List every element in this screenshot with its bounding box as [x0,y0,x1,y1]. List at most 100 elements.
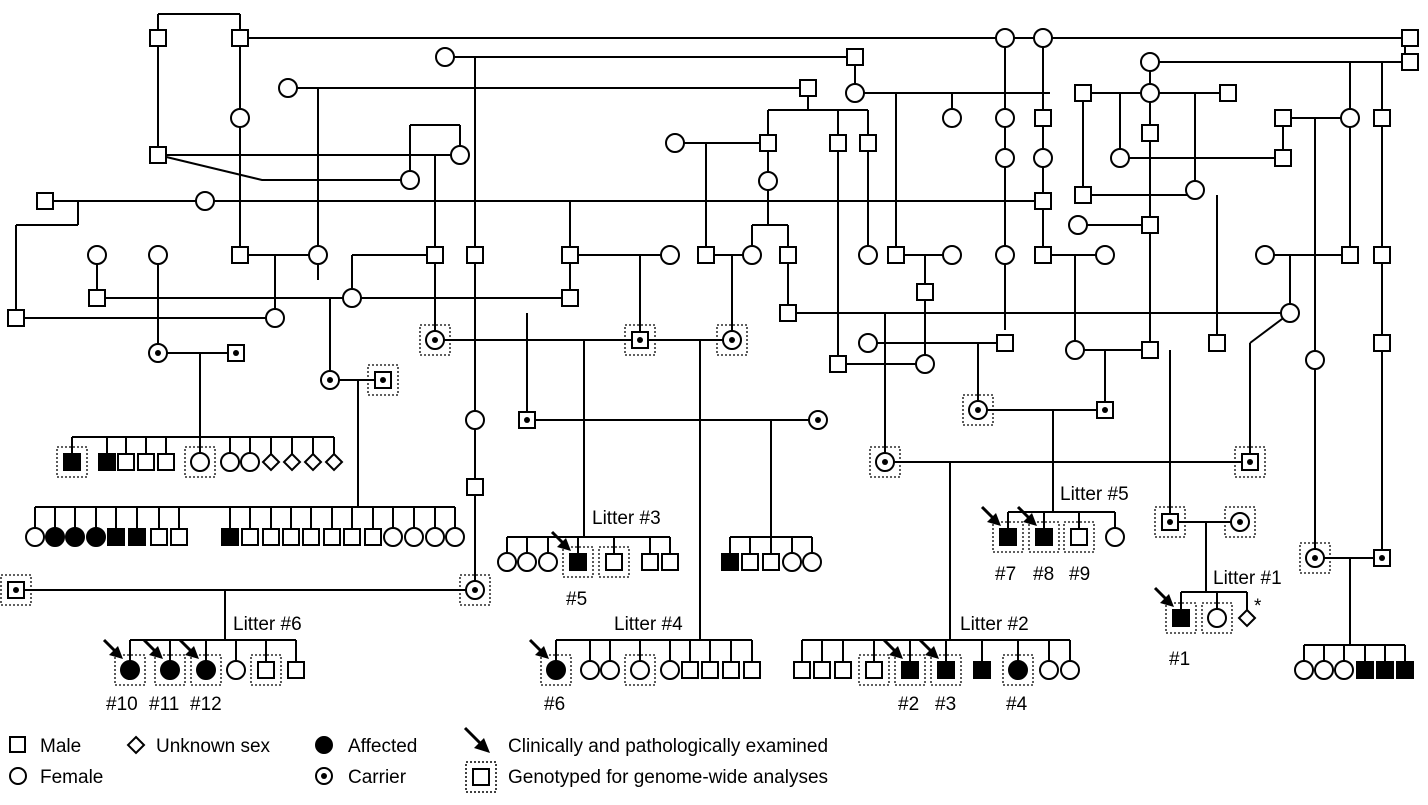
genotyped-box [56,446,88,478]
male [157,453,175,471]
female [995,245,1015,265]
female [1065,340,1085,360]
legend-unknown: Unknown sex [126,735,271,757]
female [342,288,362,308]
female [660,660,680,680]
male-symbol-icon [9,736,26,753]
individual-id: #11 [149,694,179,715]
examined-arrowhead [185,646,199,659]
genotyped-box [894,654,926,686]
genotyped-box [114,654,146,686]
female [195,191,215,211]
male [697,246,715,264]
female [742,245,762,265]
female [278,78,298,98]
legend-male: Male [9,736,81,757]
female [630,660,650,680]
female [1255,245,1275,265]
male [759,134,777,152]
female [404,527,424,547]
carrier-dot [1247,459,1253,465]
female [1060,660,1080,680]
individual-id: #8 [1033,564,1054,585]
genotyped-box [1224,506,1256,538]
male [779,304,797,322]
affected-female [546,660,566,680]
female [425,527,445,547]
female [660,245,680,265]
female [1340,108,1360,128]
genotyped-box [598,546,630,578]
legend-genotyped: Genotyped for genome-wide analyses [465,761,828,793]
genotyped-box [992,521,1024,553]
unknown-sex [324,452,344,472]
male [241,528,259,546]
male [231,246,249,264]
genotyped-box [1154,506,1186,538]
female [445,527,465,547]
examined-arrowhead [987,513,1001,526]
affected-male [98,453,116,471]
male [302,528,320,546]
male [117,453,135,471]
male [741,553,759,571]
carrier-dot [155,350,161,356]
genotyped-box [1234,446,1266,478]
affected-female [196,660,216,680]
female [400,170,420,190]
female [782,552,802,572]
male [7,309,25,327]
male [829,355,847,373]
legend-label: Carrier [348,767,407,788]
female [220,452,240,472]
pedigree-line [157,154,410,181]
female [265,308,285,328]
female [600,660,620,680]
genotyped-box [1201,602,1233,634]
carrier-dot [882,459,888,465]
male [1219,84,1237,102]
litter-label: Litter #5 [1060,484,1129,505]
male [137,453,155,471]
female [1140,52,1160,72]
male [829,134,847,152]
genotyped-box [562,546,594,578]
male [1341,246,1359,264]
male [1074,186,1092,204]
male [1208,334,1226,352]
affected-male [999,528,1017,546]
male [916,283,934,301]
male [1141,216,1159,234]
affected-female [86,527,106,547]
examined-arrowhead [1160,594,1174,607]
individual-id: #4 [1006,694,1028,715]
carrier-dot [380,377,386,383]
female [1294,660,1314,680]
female-symbol-icon [9,767,27,785]
male [605,553,623,571]
female [858,333,878,353]
genotyped-box [1299,542,1331,574]
female [148,245,168,265]
male [561,289,579,307]
litter-label: Litter #2 [960,614,1029,635]
genotyped-box [716,324,748,356]
male [887,246,905,264]
female [1334,660,1354,680]
female [226,660,246,680]
individual-id: #7 [995,564,1016,585]
unknown-sex [1237,608,1257,628]
male [1274,149,1292,167]
carrier-dot [472,587,478,593]
genotyped-box [459,574,491,606]
female [580,660,600,680]
male [287,661,305,679]
legend-carrier: Carrier [315,767,407,788]
diamond-symbol-icon [126,735,146,755]
unknown-sex [282,452,302,472]
affected-male [128,528,146,546]
affected-male [901,661,919,679]
male [1141,341,1159,359]
genotyped-box [419,324,451,356]
